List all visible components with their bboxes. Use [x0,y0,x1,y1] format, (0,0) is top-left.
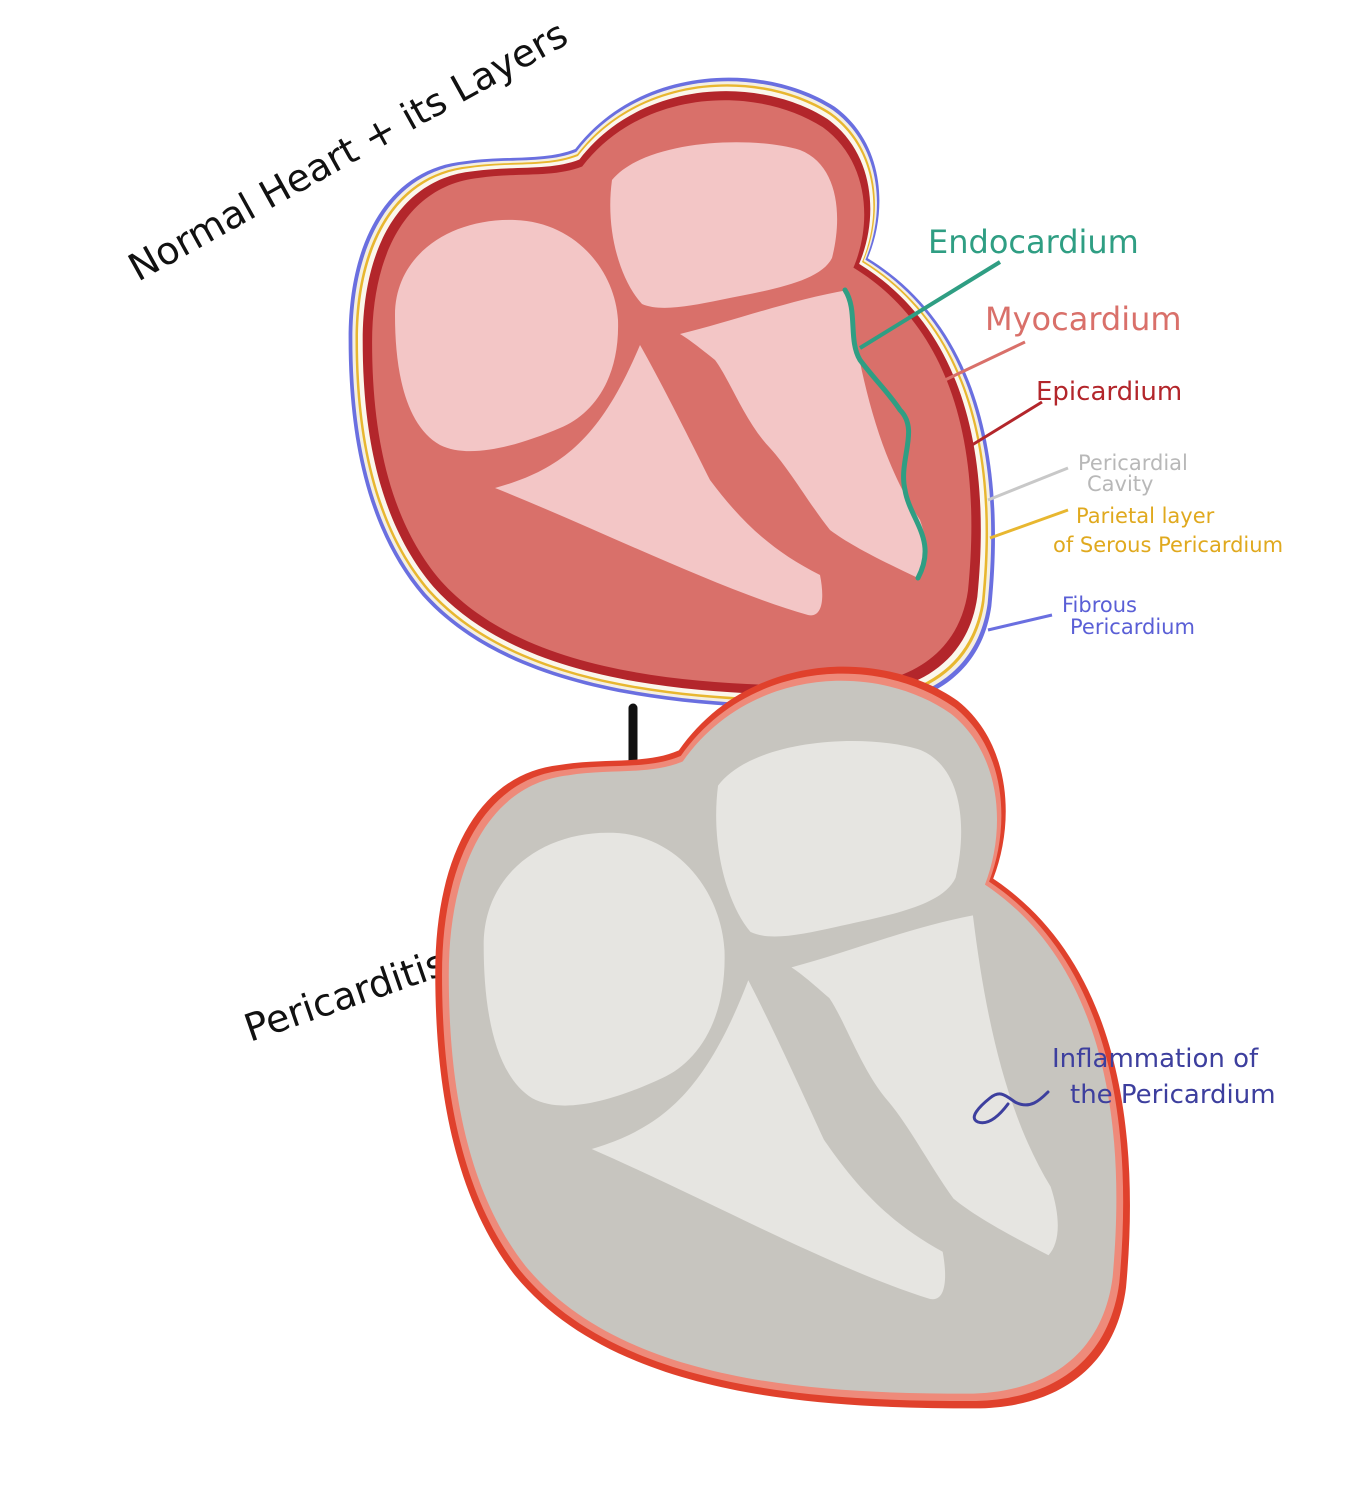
gray-left-ventricle [791,915,1058,1256]
epicardium-leader [971,400,1043,447]
inflammation-label-1: Inflammation of [1052,1044,1259,1074]
fibrous-label-1: Fibrous [1062,593,1137,617]
left-ventricle [680,290,927,578]
endocardium-leader [858,260,1002,350]
endocardium-line [842,287,928,581]
normal-heart: Normal Heart + its Layers Endocardium My… [121,12,1283,710]
left-atrium [610,142,838,308]
gray-right-atrium [483,832,725,1106]
inflammation-label-2: the Pericardium [1070,1080,1276,1110]
parietal-label-1: Parietal layer [1076,504,1215,528]
fibrous-label-2: Pericardium [1070,615,1195,639]
gray-right-ventricle [591,980,946,1300]
right-ventricle [495,345,823,616]
inflammation-pointer [972,1090,1050,1125]
myocardium-leader [944,340,1026,382]
pericardial-cavity-label-1: Pericardial [1078,451,1188,475]
pericardial-cavity-label-2: Cavity [1087,472,1153,496]
pericardial-cavity-leader [987,466,1069,502]
pericarditis-heart: Pericarditis Inflammation of the Pericar… [239,666,1276,1409]
parietal-leader [989,508,1069,540]
pericarditis-title: Pericarditis [239,940,452,1050]
right-atrium [395,219,619,452]
fibrous-leader [987,613,1053,632]
epicardium-label: Epicardium [1036,377,1182,407]
myocardium-label: Myocardium [985,300,1182,338]
endocardium-label: Endocardium [928,223,1139,261]
parietal-label-2: of Serous Pericardium [1053,533,1283,557]
gray-left-atrium [716,741,962,937]
